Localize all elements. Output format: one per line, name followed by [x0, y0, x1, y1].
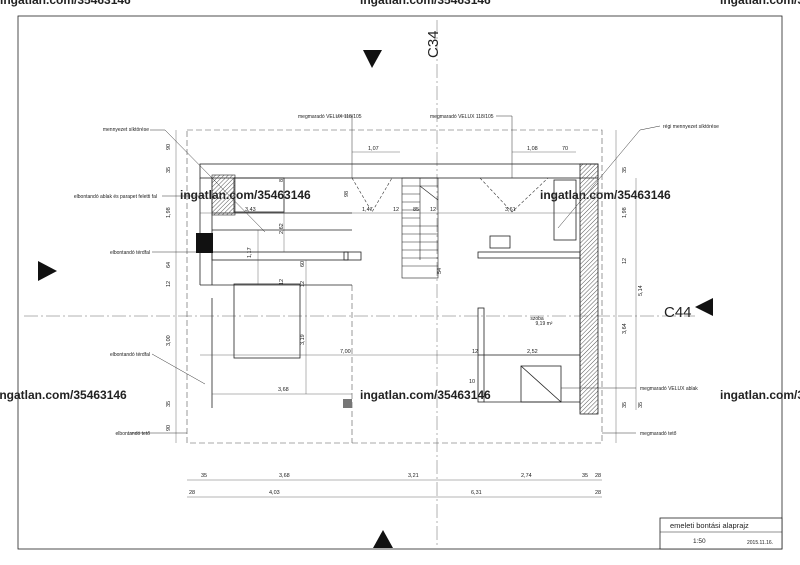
dim-text: 5,14 — [638, 285, 644, 296]
leader-lines — [130, 115, 661, 434]
dim-text: 85 — [413, 207, 419, 213]
dimension-lines — [175, 130, 637, 498]
dim-text: 28 — [189, 490, 195, 496]
room-area: 9,19 m² — [536, 321, 553, 327]
dim-text: 3,68 — [279, 473, 290, 479]
dim-text: 35 — [582, 473, 588, 479]
dim-text: 3,68 — [278, 387, 289, 393]
watermark-text: ingatlan.com/35463146 — [0, 388, 127, 402]
dim-text: 10 — [469, 379, 475, 385]
label-remove-window: elbontandó ablak és parapet feletti fal — [74, 194, 157, 200]
dim-text: 2,74 — [521, 473, 532, 479]
label-velux-right: megmaradó VELUX 118/105 — [430, 114, 494, 120]
dim-text: 90 — [166, 144, 172, 150]
dim-text: 12 — [393, 207, 399, 213]
watermark-text: ingatlan.com/35463146 — [0, 0, 131, 7]
roof-outline — [186, 129, 603, 444]
dim-text: 1,07 — [368, 146, 379, 152]
dim-text: 3,43 — [245, 207, 256, 213]
dim-text: 90 — [166, 425, 172, 431]
stair — [401, 177, 439, 279]
dim-text: 4,03 — [269, 490, 280, 496]
dim-text: 12 — [166, 281, 172, 287]
dim-text: 35 — [166, 167, 172, 173]
dim-text: 3,19 — [300, 334, 306, 345]
dim-text: 1,98 — [166, 207, 172, 218]
dim-text: 1,98 — [622, 207, 628, 218]
dim-text: 1,17 — [247, 247, 253, 258]
title-block: emeleti bontási alaprajz 1:50 2015.11.16… — [659, 517, 783, 550]
dim-text: 3,61 — [505, 207, 516, 213]
dim-text: 35 — [166, 401, 172, 407]
sheet-date: 2015.11.16. — [747, 540, 773, 546]
column-block — [343, 399, 352, 408]
dim-text: 70 — [562, 146, 568, 152]
dim-text: 12 — [279, 279, 285, 285]
chimney-block — [196, 233, 213, 253]
dim-text: 1,08 — [527, 146, 538, 152]
label-remove-partition-2: elbontandó térdfal — [110, 352, 150, 358]
label-keep-velux: megmaradó VELUX ablak — [640, 386, 698, 392]
label-remove-roof: elbontandó tető — [116, 431, 151, 437]
dim-text: 35 — [622, 402, 628, 408]
right-dimensions: 35 1,98 12 5,14 3,64 35 35 — [622, 167, 644, 408]
watermark-text: ingatlan.com/35463146 — [720, 0, 800, 7]
dim-text: 3,21 — [408, 473, 419, 479]
dim-text: 12 — [622, 258, 628, 264]
dim-text: 12 — [430, 207, 436, 213]
section-arrow-left — [38, 261, 57, 281]
velux-top — [351, 177, 549, 213]
label-remove-partition-1: elbontandó térdfal — [110, 250, 150, 256]
label-old-ceiling-cut: régi mennyezet síktörése — [663, 124, 719, 130]
dim-text: 12 — [300, 281, 306, 287]
hatched-wall-top-left — [211, 174, 236, 216]
dim-text: 35 — [638, 402, 644, 408]
dim-text: 98 — [344, 191, 350, 197]
watermark-text: ingatlan.com/35463146 — [540, 188, 671, 202]
dim-text: 3,00 — [166, 335, 172, 346]
dimension-texts: 1,07 1,08 70 3,43 1,47 12 85 12 3,61 98 … — [245, 146, 568, 393]
sheet-frame — [17, 15, 783, 550]
section-arrow-top — [363, 50, 382, 68]
dim-text: 8 — [279, 179, 285, 182]
dim-text: 3,64 — [622, 323, 628, 334]
dim-text: 35 — [622, 167, 628, 173]
section-mark-vertical: C34 — [425, 30, 442, 58]
room-name: szoba — [530, 316, 544, 322]
label-keep-roof: megmaradó tető — [640, 431, 677, 437]
dim-text: 28 — [595, 473, 601, 479]
dim-text: 12 — [472, 349, 478, 355]
label-velux-left: megmaradó VELUX 118/105 — [298, 114, 362, 120]
section-arrow-bottom — [373, 530, 393, 548]
watermark-text: ingatlan.com/35463146 — [720, 388, 800, 402]
label-ceiling-cut: mennyezet síktörése — [103, 127, 149, 133]
left-dimensions: 90 35 1,98 64 12 3,00 35 90 — [166, 144, 172, 431]
sheet-title: emeleti bontási alaprajz — [670, 521, 749, 530]
bottom-dimensions: 35 3,68 3,21 2,74 35 28 28 4,03 6,31 28 — [189, 473, 601, 496]
section-mark-horizontal: C44 — [664, 304, 692, 321]
dim-text: 7,00 — [340, 349, 351, 355]
dim-text: 2,62 — [279, 223, 285, 234]
section-arrow-right — [695, 298, 713, 316]
sheet-scale: 1:50 — [693, 538, 706, 545]
watermark-text: ingatlan.com/35463146 — [360, 0, 491, 7]
dim-text: 60 — [300, 261, 306, 267]
dim-text: 28 — [595, 490, 601, 496]
dim-text: 1,47 — [362, 207, 373, 213]
dim-text: 35 — [201, 473, 207, 479]
dim-text: 64 — [166, 262, 172, 268]
dim-text: 54 — [437, 268, 443, 274]
dim-text: 6,31 — [471, 490, 482, 496]
watermark-group: ingatlan.com/35463146 ingatlan.com/35463… — [0, 0, 800, 402]
dim-text: 2,52 — [527, 349, 538, 355]
watermark-text: ingatlan.com/35463146 — [360, 388, 491, 402]
hatched-wall-right — [579, 163, 599, 415]
